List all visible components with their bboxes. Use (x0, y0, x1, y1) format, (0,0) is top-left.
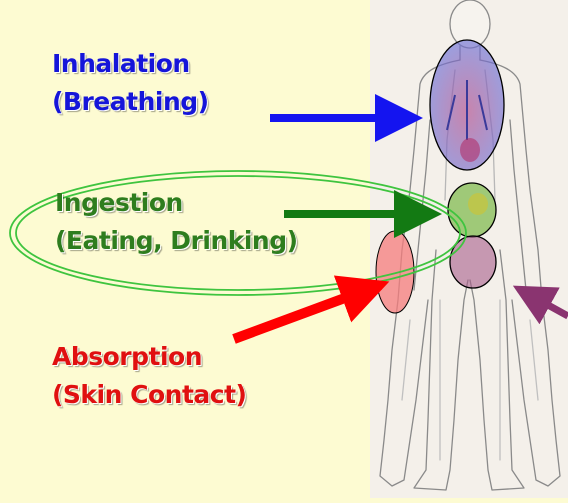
inhalation-label: Inhalation (Breathing) (52, 45, 209, 121)
skin-zone (376, 231, 414, 313)
inhalation-subtitle: (Breathing) (52, 83, 209, 121)
ingestion-label: Ingestion (Eating, Drinking) (55, 184, 298, 260)
absorption-title: Absorption (52, 338, 246, 376)
heart-icon (460, 138, 480, 162)
stomach-icon (468, 193, 488, 215)
absorption-subtitle: (Skin Contact) (52, 376, 246, 414)
ingestion-subtitle: (Eating, Drinking) (55, 222, 298, 260)
absorption-label: Absorption (Skin Contact) (52, 338, 246, 414)
inhalation-title: Inhalation (52, 45, 209, 83)
ingestion-title: Ingestion (55, 184, 298, 222)
